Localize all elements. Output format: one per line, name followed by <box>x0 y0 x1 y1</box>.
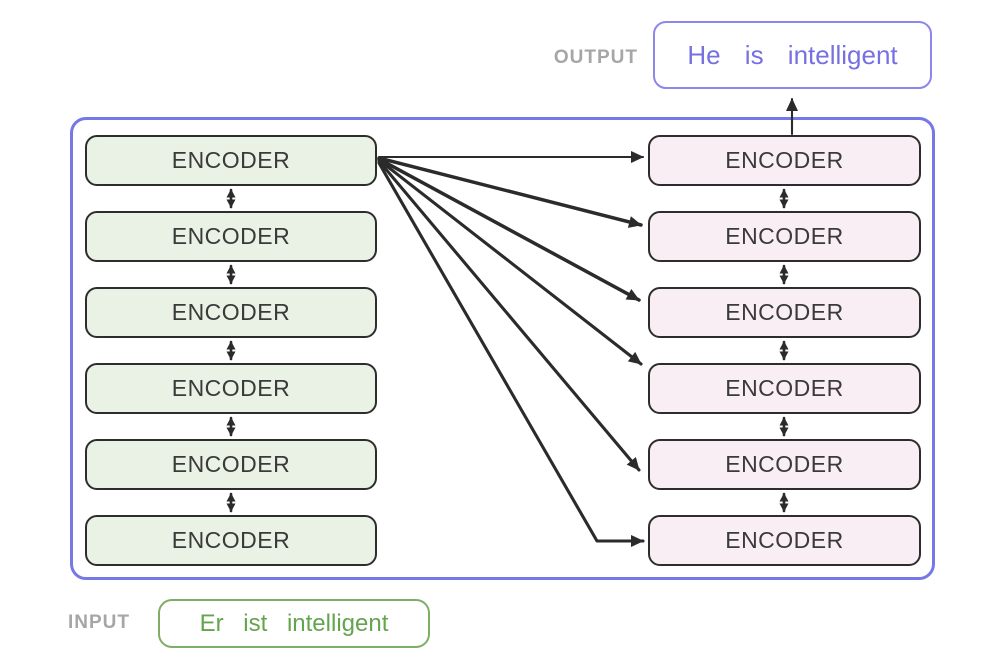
encoder-stack-right: ENCODER ENCODER ENCODER ENCODER ENCODER … <box>648 135 921 566</box>
encoder-box: ENCODER <box>648 515 921 566</box>
model-container-frame <box>70 117 935 580</box>
encoder-box: ENCODER <box>648 439 921 490</box>
input-label: INPUT <box>68 612 130 633</box>
encoder-box: ENCODER <box>85 287 377 338</box>
output-text: He is intelligent <box>687 39 898 70</box>
encoder-box: ENCODER <box>648 135 921 186</box>
encoder-stack-left: ENCODER ENCODER ENCODER ENCODER ENCODER … <box>85 135 377 566</box>
input-text: Er ist intelligent <box>199 609 389 637</box>
encoder-box: ENCODER <box>85 363 377 414</box>
encoder-box: ENCODER <box>85 135 377 186</box>
output-label: OUTPUT <box>553 47 638 68</box>
encoder-box: ENCODER <box>85 515 377 566</box>
encoder-box: ENCODER <box>648 363 921 414</box>
input-box: Er ist intelligent <box>158 599 430 648</box>
encoder-box: ENCODER <box>648 211 921 262</box>
output-box: He is intelligent <box>653 21 932 89</box>
encoder-box: ENCODER <box>648 287 921 338</box>
encoder-box: ENCODER <box>85 439 377 490</box>
encoder-box: ENCODER <box>85 211 377 262</box>
